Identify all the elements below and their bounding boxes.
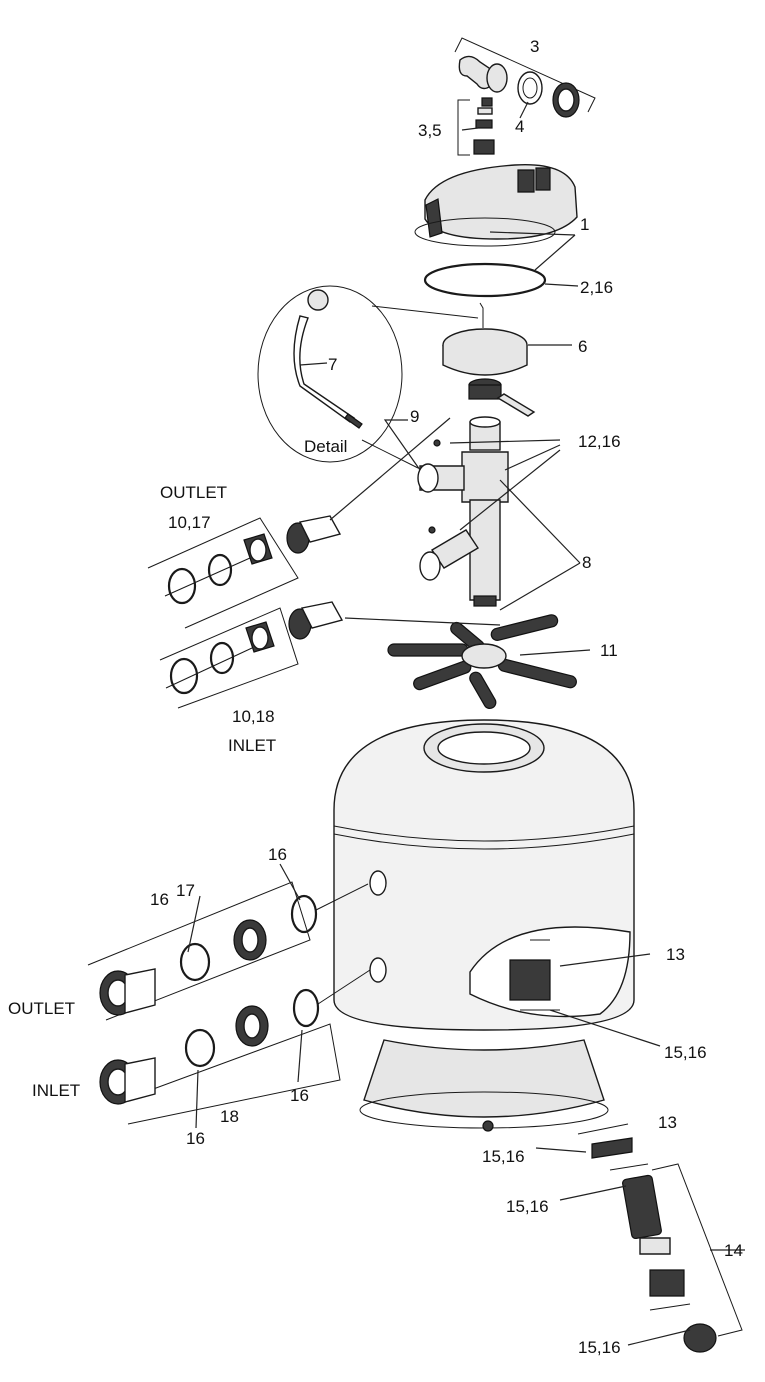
tank-base xyxy=(359,1039,609,1132)
detail-callout xyxy=(257,285,479,469)
label-15-16-d: 15,16 xyxy=(578,1338,621,1357)
label-16-b: 16 xyxy=(150,890,169,909)
laterals xyxy=(387,614,577,710)
drain-assembly xyxy=(577,1123,743,1353)
multiport-valve xyxy=(414,163,578,247)
filter-tank xyxy=(333,719,635,1031)
label-11: 11 xyxy=(600,641,618,660)
label-4: 4 xyxy=(515,117,524,136)
label-16-a: 16 xyxy=(268,845,287,864)
label-10-18: 10,18 xyxy=(232,707,275,726)
inlet-label-lower: INLET xyxy=(32,1081,80,1100)
outlet-label-upper: OUTLET xyxy=(160,483,227,502)
valve-oring xyxy=(423,262,547,298)
pressure-gauge-assembly xyxy=(454,37,596,156)
label-14: 14 xyxy=(724,1241,743,1260)
inlet-fitting-lower xyxy=(99,969,371,1125)
label-15-16-c: 15,16 xyxy=(506,1197,549,1216)
label-3-5: 3,5 xyxy=(418,121,442,140)
detail-label: Detail xyxy=(304,437,347,456)
label-9: 9 xyxy=(410,407,419,426)
label-8: 8 xyxy=(582,553,591,572)
label-15-16-a: 15,16 xyxy=(664,1043,707,1062)
label-17: 17 xyxy=(176,881,195,900)
label-12-16: 12,16 xyxy=(578,432,621,451)
label-6: 6 xyxy=(578,337,587,356)
label-3: 3 xyxy=(530,37,539,56)
label-13-a: 13 xyxy=(666,945,685,964)
label-13-b: 13 xyxy=(658,1113,677,1132)
label-2-16: 2,16 xyxy=(580,278,613,297)
laterals-hub-pipe xyxy=(417,416,509,607)
label-15-16-b: 15,16 xyxy=(482,1147,525,1166)
label-16-c: 16 xyxy=(290,1086,309,1105)
label-7: 7 xyxy=(328,355,337,374)
inlet-label-upper: INLET xyxy=(228,736,276,755)
outlet-fitting-lower xyxy=(87,881,369,1021)
label-18: 18 xyxy=(220,1107,239,1126)
label-16-d: 16 xyxy=(186,1129,205,1148)
label-1: 1 xyxy=(580,215,589,234)
outlet-label-lower: OUTLET xyxy=(8,999,75,1018)
leader-lines xyxy=(187,101,745,1346)
inlet-fitting-upper xyxy=(159,601,344,709)
outlet-fitting-upper xyxy=(147,515,342,629)
diffuser xyxy=(442,302,536,417)
label-10-17: 10,17 xyxy=(168,513,211,532)
